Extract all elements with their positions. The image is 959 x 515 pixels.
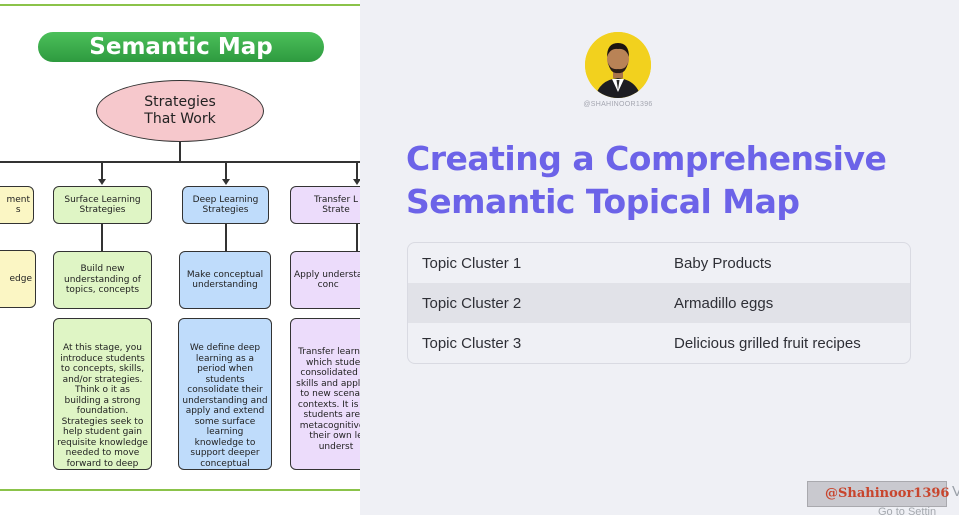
top-divider xyxy=(0,4,360,6)
activate-windows-text: V xyxy=(952,483,959,500)
cluster-cell: Topic Cluster 3 xyxy=(422,334,522,352)
arrow-surface xyxy=(98,179,106,185)
branch-line xyxy=(0,161,360,163)
cluster-cell: Topic Cluster 1 xyxy=(422,254,522,272)
transfer-description-node: Transfer learning which studen consolida… xyxy=(290,318,360,470)
connector-surface xyxy=(101,161,103,180)
arrow-transfer xyxy=(353,179,360,185)
transfer-detail-node: Apply understa conc xyxy=(290,251,360,309)
article-panel: @SHAHINOOR1396 Creating a Comprehensive … xyxy=(360,0,959,515)
avatar-caption: @SHAHINOOR1396 xyxy=(583,101,653,108)
deep-learning-node: Deep Learning Strategies xyxy=(182,186,269,224)
table-row: Topic Cluster 2 Armadillo eggs xyxy=(408,283,910,323)
transfer-connector xyxy=(356,224,358,251)
activate-windows-subtext: Go to Settin xyxy=(878,506,937,515)
root-connector xyxy=(179,142,181,162)
person-photo-icon xyxy=(585,32,651,98)
table-row: Topic Cluster 3 Delicious grilled fruit … xyxy=(408,323,910,363)
semantic-map-image: Semantic Map Strategies That Work ment s… xyxy=(0,0,360,515)
surface-detail-node: Build new understanding of topics, conce… xyxy=(53,251,152,309)
cluster-cell: Topic Cluster 2 xyxy=(422,294,522,312)
surface-learning-node: Surface Learning Strategies xyxy=(53,186,152,224)
deep-connector xyxy=(225,224,227,251)
surface-connector xyxy=(101,224,103,251)
connector-deep xyxy=(225,161,227,180)
topic-cell: Armadillo eggs xyxy=(674,294,774,312)
watermark-badge: @Shahinoor1396 xyxy=(807,481,949,507)
topic-cell: Baby Products xyxy=(674,254,772,272)
root-node: Strategies That Work xyxy=(96,80,264,142)
transfer-learning-node: Transfer L Strate xyxy=(290,186,360,224)
deep-description-node: We define deep learning as a period when… xyxy=(178,318,272,470)
map-title: Semantic Map xyxy=(38,32,324,62)
bottom-divider xyxy=(0,489,360,491)
author-avatar xyxy=(585,32,651,98)
page-title: Creating a Comprehensive Semantic Topica… xyxy=(406,139,887,221)
arrow-deep xyxy=(222,179,230,185)
detail-node-partial: edge xyxy=(0,250,36,308)
table-row: Topic Cluster 1 Baby Products xyxy=(408,243,910,283)
topic-cell: Delicious grilled fruit recipes xyxy=(674,334,861,352)
surface-description-node: At this stage, you introduce students to… xyxy=(53,318,152,470)
heading-node-partial: ment s xyxy=(0,186,34,224)
topic-cluster-table: Topic Cluster 1 Baby Products Topic Clus… xyxy=(407,242,911,364)
connector-transfer xyxy=(356,161,358,180)
deep-detail-node: Make conceptual understanding xyxy=(179,251,271,309)
